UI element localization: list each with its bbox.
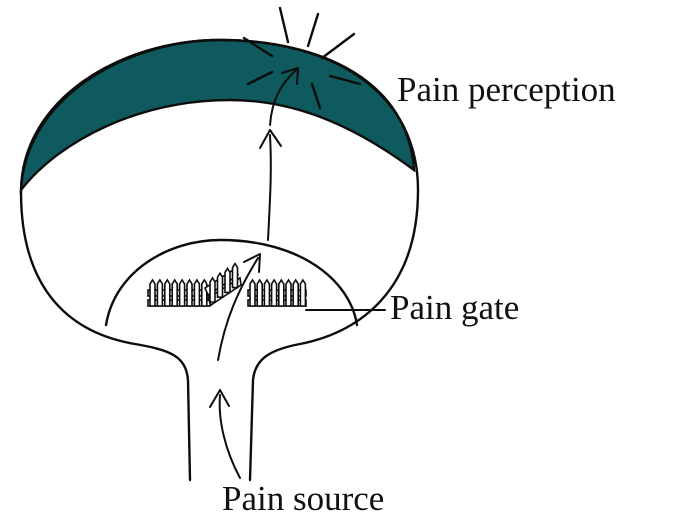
fence-picket: [293, 280, 298, 306]
fence-picket: [279, 280, 284, 306]
fence-picket: [272, 280, 277, 306]
fence-picket: [157, 280, 162, 306]
fence-picket: [233, 264, 238, 288]
fence-picket: [180, 280, 185, 306]
fence-picket: [257, 280, 262, 306]
fence-picket: [165, 280, 170, 306]
fence-picket: [172, 280, 177, 306]
fence-picket: [150, 280, 155, 306]
fence-picket: [250, 280, 255, 306]
cortex-region: [21, 40, 414, 190]
pain-perception-label: Pain perception: [397, 72, 616, 107]
fence-picket: [202, 280, 207, 306]
cortex-arrow-lower: [268, 135, 271, 240]
source-arrow: [220, 395, 240, 478]
gate-right-fence: [248, 280, 306, 306]
fence-picket: [264, 280, 269, 306]
fence-picket: [187, 280, 192, 306]
fence-picket: [225, 268, 230, 292]
fence-picket: [300, 280, 305, 306]
fence-picket: [218, 273, 223, 297]
fence-picket: [210, 278, 215, 302]
pain-source-label: Pain source: [222, 481, 384, 516]
gate-left-fence: [148, 280, 210, 306]
fence-picket: [194, 280, 199, 306]
fence-picket: [286, 280, 291, 306]
pain-gate-label: Pain gate: [390, 290, 519, 325]
